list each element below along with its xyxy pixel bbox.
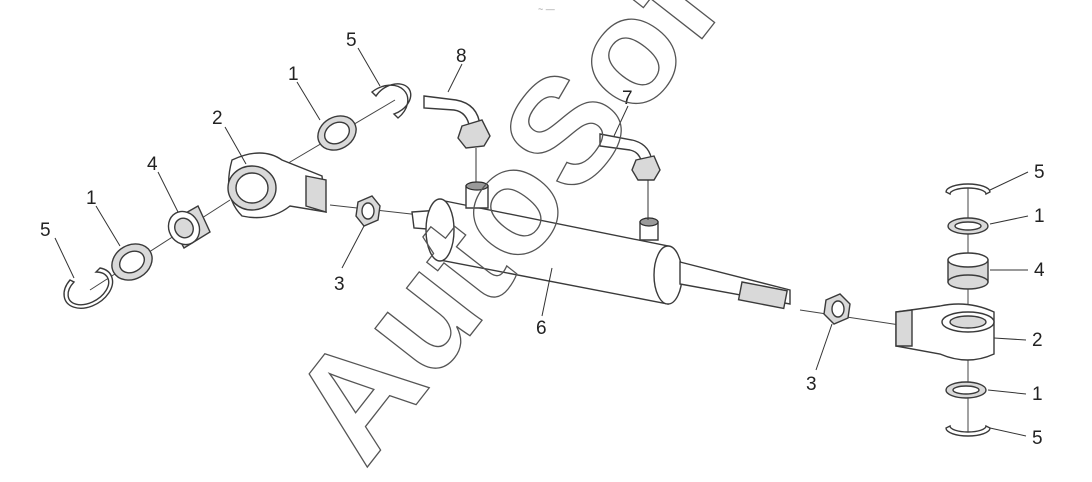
rod-eye-right <box>895 303 995 361</box>
callout-2-left: 2 <box>212 108 223 129</box>
top-mark: ~ — <box>538 4 555 14</box>
callout-8: 8 <box>456 46 467 67</box>
callout-1-left-upper: 1 <box>288 64 299 85</box>
bushing-left-lower <box>111 243 153 281</box>
callout-1-right-top: 1 <box>1034 206 1045 227</box>
callout-labels: 5 1 4 2 1 5 3 8 7 6 3 5 1 4 2 1 5 <box>40 30 1045 449</box>
callout-5-left-upper: 5 <box>346 30 357 51</box>
rod-eye-left <box>227 152 327 219</box>
callout-5-right-top: 5 <box>1034 162 1045 183</box>
lock-nut-right <box>823 293 851 325</box>
callout-3-right: 3 <box>806 374 817 395</box>
callout-4-right: 4 <box>1034 260 1045 281</box>
callout-5-right-bottom: 5 <box>1032 428 1043 449</box>
callout-1-right-bottom: 1 <box>1032 384 1043 405</box>
lock-nut-left <box>355 195 381 227</box>
bushing-right-bottom <box>945 381 987 399</box>
bushing-right-top <box>947 217 989 235</box>
callout-6: 6 <box>536 318 547 339</box>
callout-4-left: 4 <box>147 154 158 175</box>
elbow-fitting-8 <box>423 95 491 182</box>
callout-1-left-lower: 1 <box>86 188 97 209</box>
callout-2-right: 2 <box>1032 330 1043 351</box>
spherical-bearing-right <box>947 252 989 290</box>
snap-ring-right-top <box>945 183 991 196</box>
callout-7: 7 <box>622 88 633 109</box>
hydraulic-cylinder <box>411 181 791 310</box>
watermark: AutoSoft <box>258 0 780 482</box>
callout-5-left-lower: 5 <box>40 220 51 241</box>
snap-ring-left-lower <box>63 267 114 309</box>
snap-ring-left-upper <box>370 83 412 119</box>
bushing-left-upper <box>317 115 357 151</box>
callout-3-left: 3 <box>334 274 345 295</box>
elbow-fitting-7 <box>599 133 661 220</box>
callout-leaders <box>54 47 1029 437</box>
spherical-bearing-left <box>167 205 211 249</box>
